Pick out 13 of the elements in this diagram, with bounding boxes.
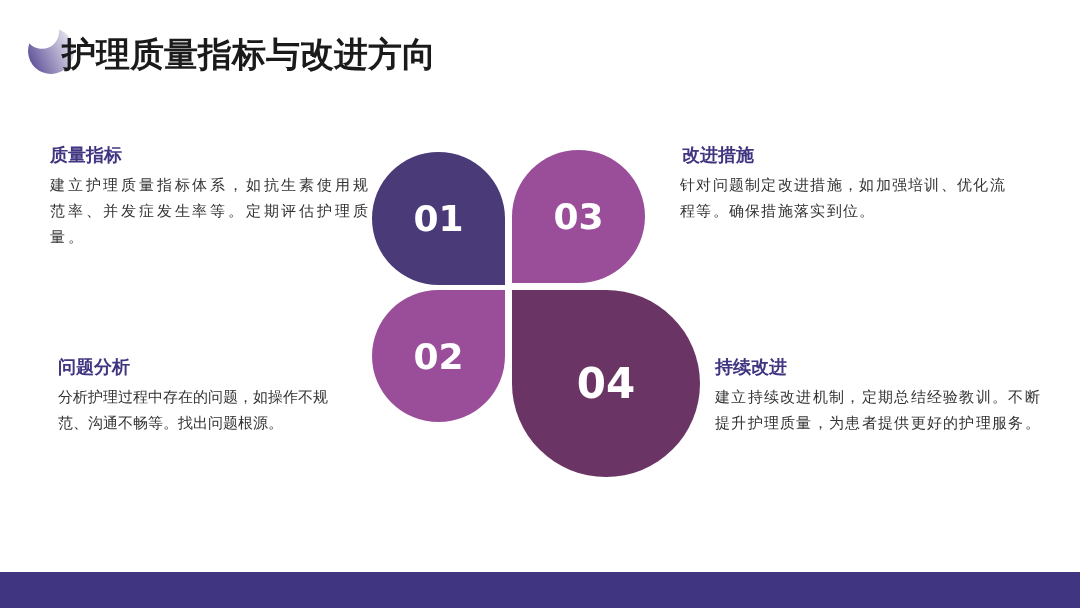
section-heading: 质量指标 (50, 143, 122, 167)
step-number: 03 (553, 196, 604, 237)
step-number: 02 (413, 335, 464, 377)
step-number: 01 (413, 198, 464, 239)
step-number: 04 (576, 359, 636, 408)
page-title: 护理质量指标与改进方向 (62, 33, 436, 76)
section-heading: 持续改进 (715, 355, 787, 379)
description-text: 建立持续改进机制，定期总结经验教训。不断提升护理质量，为患者提供更好的护理服务。 (715, 388, 1041, 433)
description-text: 针对问题制定改进措施，如加强培训、优化流程等。确保措施落实到位。 (680, 176, 1006, 221)
description-text: 建立护理质量指标体系，如抗生素使用规范率、并发症发生率等。定期评估护理质量。 (50, 176, 372, 247)
description-text: 分析护理过程中存在的问题，如操作不规范、沟通不畅等。找出问题根源。 (58, 388, 329, 433)
section-heading: 问题分析 (58, 355, 130, 379)
section-heading: 改进措施 (682, 143, 754, 167)
